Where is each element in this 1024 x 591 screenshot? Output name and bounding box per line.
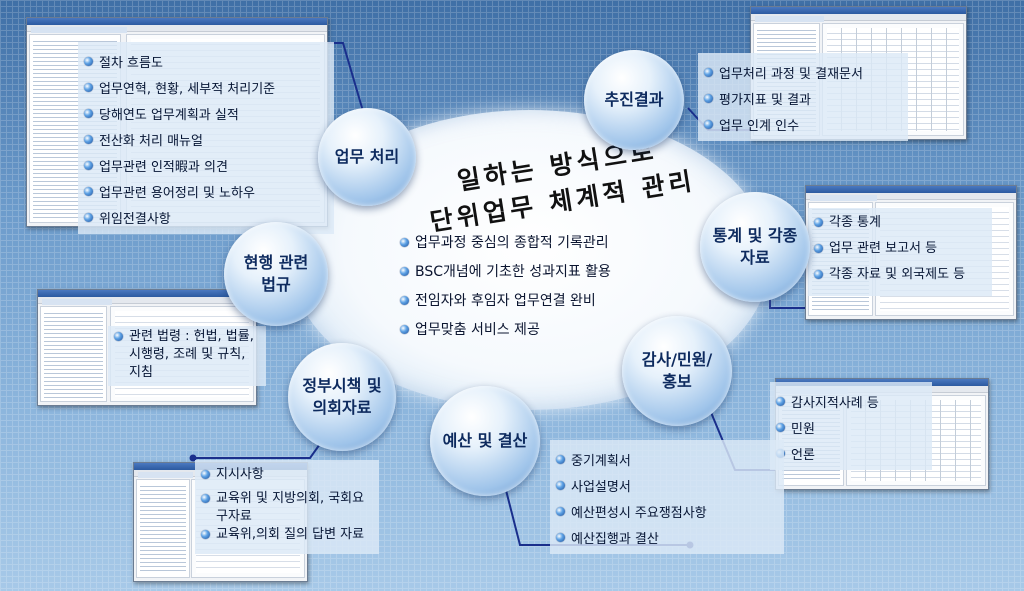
work-item: 당해연도 업무계획과 실적	[84, 100, 328, 126]
work-item: 전산화 처리 매뉴얼	[84, 126, 328, 152]
work-item-list: 절차 흐름도 업무연혁, 현황, 세부적 처리기준 당해연도 업무계획과 실적 …	[78, 42, 334, 234]
bullet-icon	[84, 160, 93, 170]
bullet-icon	[556, 480, 565, 490]
result-item-list: 업무처리 과정 및 결재문서 평가지표 및 결과 업무 인계 인수	[698, 53, 908, 141]
bullet-icon	[84, 134, 93, 144]
result-item: 업무 인계 인수	[704, 111, 902, 137]
result-item: 업무처리 과정 및 결재문서	[704, 59, 902, 85]
bullet-icon	[400, 238, 409, 247]
bullet-icon	[814, 270, 823, 279]
audit-item: 감사지적사례 등	[776, 388, 926, 414]
bullet-icon	[776, 422, 785, 432]
work-item: 업무연혁, 현황, 세부적 처리기준	[84, 74, 328, 100]
work-item: 업무관련 인적暇과 의견	[84, 152, 328, 178]
bullet-icon	[84, 108, 93, 118]
bubble-budget: 예산 및 결산	[430, 386, 540, 496]
budget-item: 예산집행과 결산	[556, 524, 778, 550]
budget-item: 중기계획서	[556, 446, 778, 472]
budget-item-list: 중기계획서 사업설명서 예산편성시 주요쟁점사항 예산집행과 결산	[550, 440, 784, 554]
bubble-audit: 감사/민원/ 홍보	[622, 316, 732, 426]
budget-item: 예산편성시 주요쟁점사항	[556, 498, 778, 524]
budget-item: 사업설명서	[556, 472, 778, 498]
audit-item: 언론	[776, 440, 926, 466]
stats-item: 각종 자료 및 외국제도 등	[814, 266, 986, 292]
work-item: 업무관련 용어정리 및 노하우	[84, 178, 328, 204]
work-item: 절차 흐름도	[84, 48, 328, 74]
policy-item: 지시사항	[201, 466, 373, 490]
bullet-icon	[556, 506, 565, 516]
law-item-list: 관련 법령 : 헌법, 법률, 시행령, 조례 및 규칙, 지침	[108, 326, 266, 386]
bubble-stats: 통계 및 각종 자료	[700, 192, 810, 302]
center-item: 업무과정 중심의 종합적 기록관리	[400, 228, 611, 257]
center-item: BSC개념에 기초한 성과지표 활용	[400, 257, 611, 286]
bullet-icon	[201, 494, 210, 503]
bullet-icon	[400, 296, 409, 305]
bubble-result: 추진결과	[584, 50, 684, 150]
bubble-work: 업무 처리	[318, 108, 416, 206]
bullet-icon	[201, 470, 210, 479]
bullet-icon	[84, 82, 93, 92]
bullet-icon	[814, 218, 823, 227]
bullet-icon	[704, 119, 713, 129]
bubble-policy: 정부시책 및 의회자료	[288, 343, 396, 451]
result-item: 평가지표 및 결과	[704, 85, 902, 111]
work-item: 위임전결사항	[84, 204, 328, 230]
bullet-icon	[84, 186, 93, 196]
policy-item: 교육위,의회 질의 답변 자료	[201, 526, 373, 550]
stats-item: 각종 통계	[814, 214, 986, 240]
bullet-icon	[556, 454, 565, 464]
center-item: 전임자와 후임자 업무연결 완비	[400, 286, 611, 315]
law-item: 관련 법령 : 헌법, 법률, 시행령, 조례 및 규칙, 지침	[114, 328, 260, 382]
bullet-icon	[84, 56, 93, 66]
bubble-law: 현행 관련법규	[224, 222, 328, 326]
audit-item: 민원	[776, 414, 926, 440]
bullet-icon	[704, 93, 713, 103]
bullet-icon	[400, 267, 409, 276]
bullet-icon	[400, 325, 409, 334]
policy-item-list: 지시사항 교육위 및 지방의회, 국회요구자료 교육위,의회 질의 답변 자료	[195, 460, 379, 554]
bullet-icon	[201, 530, 210, 539]
policy-item: 교육위 및 지방의회, 국회요구자료	[201, 490, 373, 526]
audit-item-list: 감사지적사례 등 민원 언론	[770, 382, 932, 470]
center-item-list: 업무과정 중심의 종합적 기록관리 BSC개념에 기초한 성과지표 활용 전임자…	[400, 228, 611, 344]
bullet-icon	[704, 67, 713, 77]
bullet-icon	[814, 244, 823, 253]
bullet-icon	[556, 532, 565, 542]
bullet-icon	[84, 212, 93, 222]
bullet-icon	[776, 396, 785, 406]
center-item: 업무맞춤 서비스 제공	[400, 315, 611, 344]
bullet-icon	[114, 332, 123, 341]
stats-item: 업무 관련 보고서 등	[814, 240, 986, 266]
stats-item-list: 각종 통계 업무 관련 보고서 등 각종 자료 및 외국제도 등	[808, 208, 992, 296]
